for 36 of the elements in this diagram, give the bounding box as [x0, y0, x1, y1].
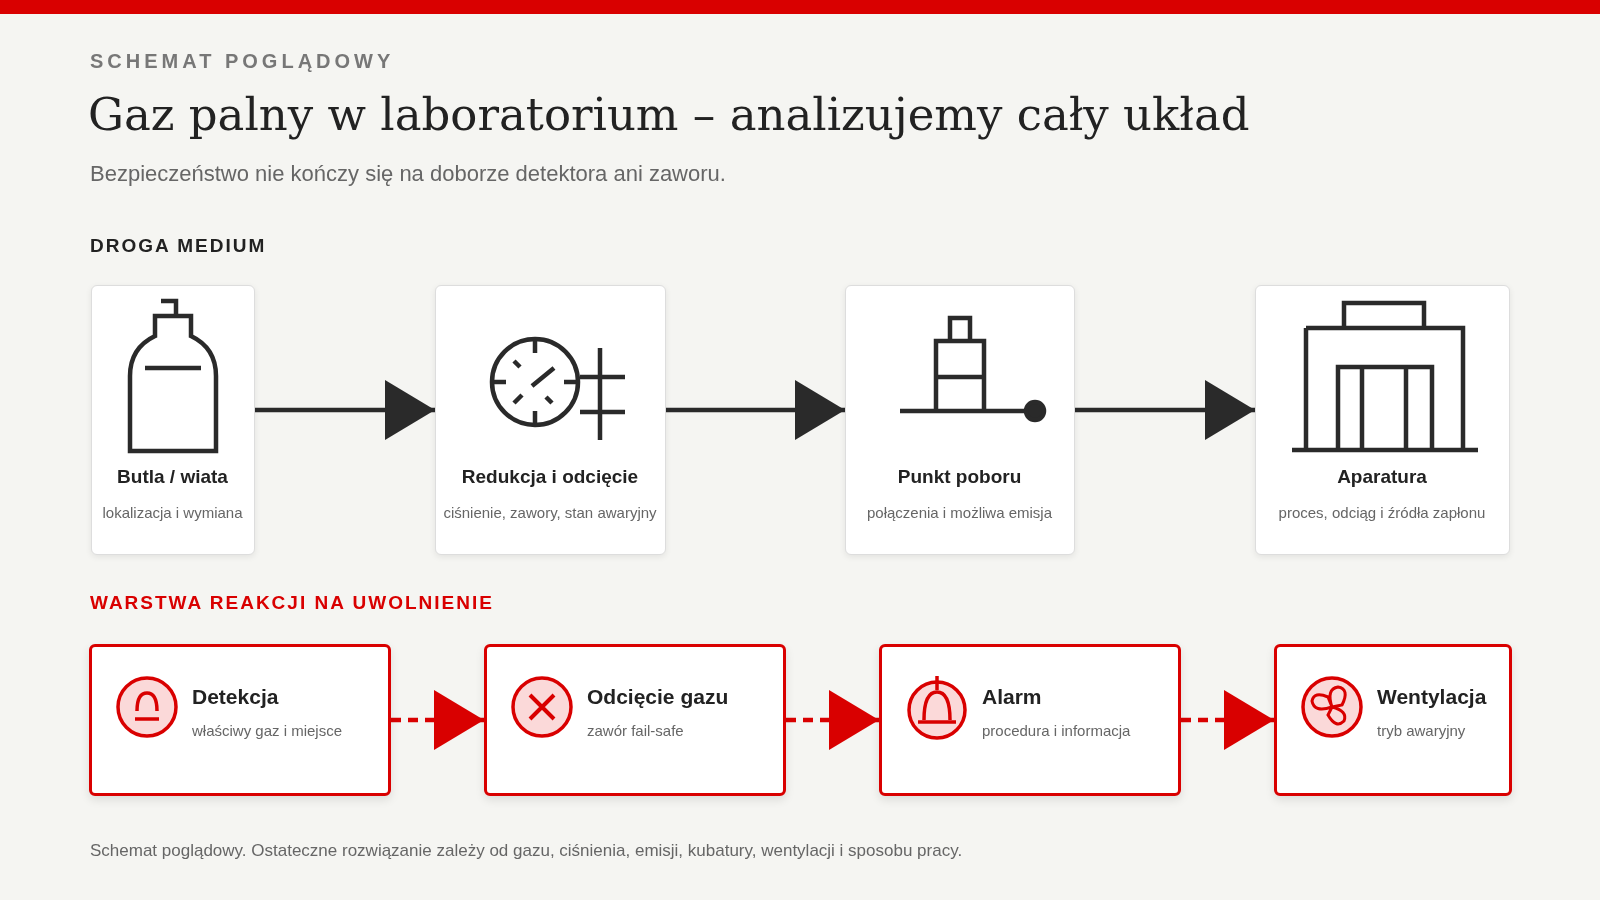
- process-card: [845, 285, 1075, 555]
- card-title: Detekcja: [192, 685, 279, 709]
- response-card: [89, 644, 391, 796]
- subtitle: Bezpieczeństwo nie kończy się na doborze detektora ani zaworu.: [90, 161, 726, 187]
- arrow: [666, 380, 845, 440]
- card-title: Butla / wiata: [116, 466, 229, 488]
- card-description: tryb awaryjny: [1377, 722, 1466, 739]
- card-description: zawór fail-safe: [587, 722, 684, 739]
- title: Gaz palny w laboratorium – analizujemy cały układ: [88, 88, 1250, 141]
- card-title: Aparatura: [1336, 466, 1428, 488]
- arrow: [255, 380, 435, 440]
- section-heading: DROGA MEDIUM: [90, 235, 267, 257]
- section-heading: SCHEMAT POGLĄDOWY: [90, 50, 395, 73]
- response-card: [879, 644, 1181, 796]
- card-title: Redukcja i odcięcie: [460, 466, 640, 488]
- card-description: lokalizacja i wymiana: [101, 504, 244, 521]
- process-card: [435, 285, 666, 555]
- arrow: [1075, 380, 1255, 440]
- section-heading: WARSTWA REAKCJI NA UWOLNIENIE: [90, 592, 494, 614]
- card-title: Punkt poboru: [896, 466, 1023, 488]
- card-title: Alarm: [982, 685, 1042, 709]
- footnote: Schemat poglądowy. Ostateczne rozwiązanie zależy od gazu, ciśnienia, emisji, kubatury, wentylacji i sposobu pracy.: [90, 841, 963, 861]
- arrow: [1181, 690, 1274, 750]
- card-description: proces, odciąg i źródła zapłonu: [1277, 504, 1487, 521]
- card-title: Odcięcie gazu: [587, 685, 729, 709]
- card-title: Wentylacja: [1377, 685, 1487, 709]
- arrow: [786, 690, 879, 750]
- arrow: [391, 690, 484, 750]
- response-card: [484, 644, 786, 796]
- response-card: [1274, 644, 1512, 796]
- card-description: właściwy gaz i miejsce: [192, 722, 343, 739]
- card-description: procedura i informacja: [982, 722, 1131, 739]
- process-card: [91, 285, 255, 555]
- card-description: ciśnienie, zawory, stan awaryjny: [442, 504, 658, 521]
- process-card: [1255, 285, 1510, 555]
- card-description: połączenia i możliwa emisja: [865, 504, 1054, 521]
